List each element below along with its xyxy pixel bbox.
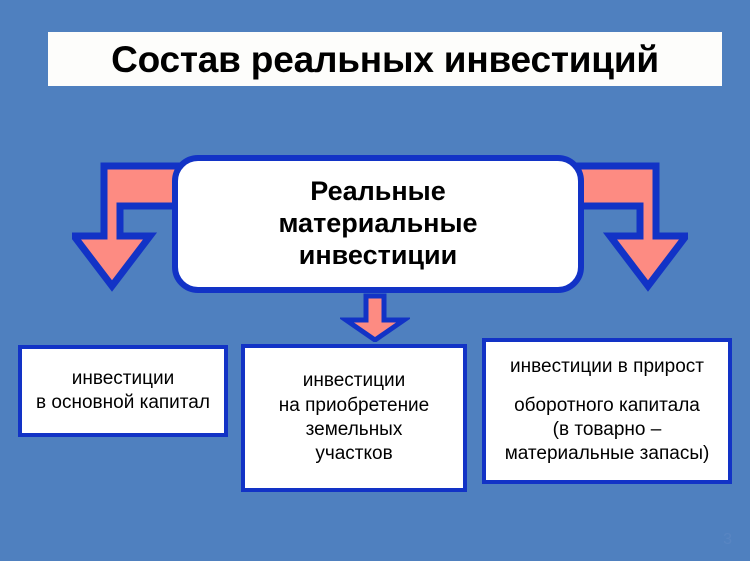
title-bar: Состав реальных инвестиций [48,32,722,86]
leaf-working-capital-line-1: инвестиции в прирост [510,356,704,378]
leaf-working-capital-line-3: (в товарно – [552,419,662,440]
central-node-line-1: Реальные [310,176,446,207]
leaf-node-working-capital: инвестиции в прирост оборотного капитала… [482,338,732,484]
page-title: Состав реальных инвестиций [111,38,659,80]
leaf-node-fixed-capital: инвестиции в основной капитал [18,345,228,437]
leaf-land-line-2: на приобретение [278,394,430,416]
page-number: 3 [723,531,732,548]
leaf-fixed-capital-line-2: в основной капитал [36,392,210,413]
down-arrow-center-icon [340,293,410,342]
leaf-land-line-4: участков [315,443,393,465]
central-node-real-material-investments: Реальные материальные инвестиции [172,155,584,293]
leaf-working-capital-line-4: материальные запасы) [504,443,710,465]
leaf-land-line-3: земельных [305,419,403,440]
elbow-arrow-left-icon [72,162,186,292]
central-node-line-3: инвестиции [298,239,458,270]
leaf-fixed-capital-line-1: инвестиции [71,367,175,389]
leaf-node-land-plots: инвестиции на приобретение земельных уча… [241,344,467,492]
leaf-land-line-1: инвестиции [302,370,406,392]
central-node-line-2: материальные [278,208,478,239]
elbow-arrow-right-icon [574,162,688,292]
leaf-working-capital-line-2: оборотного капитала [514,394,700,416]
